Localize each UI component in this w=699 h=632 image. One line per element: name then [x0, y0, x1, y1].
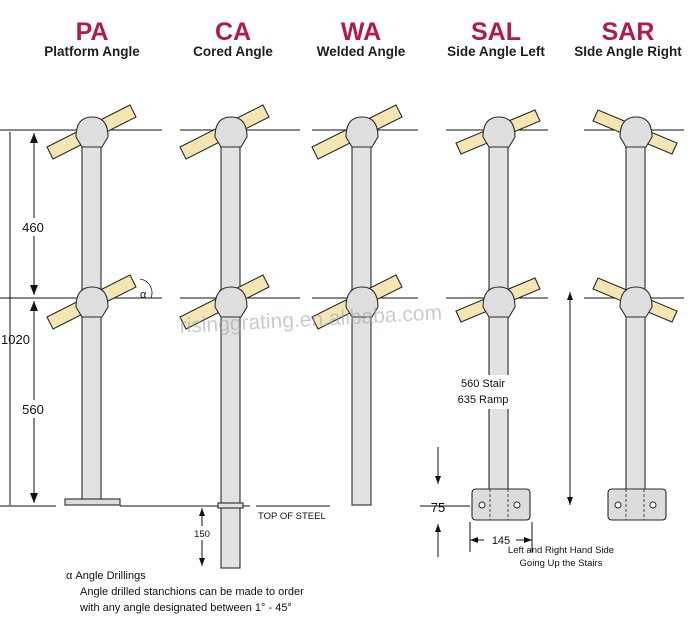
ca-code: CA	[215, 18, 251, 46]
dim-core: 150	[194, 529, 210, 540]
notes-line-2: with any angle designated between 1° - 4…	[79, 602, 292, 614]
angle-alpha-label: α	[140, 289, 147, 301]
ca-name: Cored Angle	[193, 44, 273, 59]
dim-overall: 1020	[1, 332, 30, 347]
wa-stanchion	[311, 104, 418, 506]
pa-stanchion	[46, 104, 162, 506]
stair-height: 560 Stair	[461, 378, 505, 390]
sar-name: SIde Angle Right	[574, 44, 682, 59]
pa-code: PA	[76, 18, 109, 46]
wa-name: Welded Angle	[317, 44, 406, 59]
dim-plate-width: 145	[492, 535, 510, 547]
notes-line-1: Angle drilled stanchions can be made to …	[80, 586, 304, 598]
sal-code: SAL	[471, 18, 521, 46]
dim-top: 460	[22, 220, 44, 235]
notes-title: α Angle Drillings	[66, 570, 146, 582]
wa-code: WA	[341, 18, 381, 46]
side-note-2: Going Up the Stairs	[520, 558, 603, 569]
sal-name: Side Angle Left	[447, 44, 545, 59]
ramp-height: 635 Ramp	[458, 394, 509, 406]
sar-stanchion	[584, 109, 684, 521]
sar-code: SAR	[602, 18, 655, 46]
stair-height-arrow	[567, 292, 573, 505]
ca-stanchion	[179, 104, 300, 569]
top-of-steel-label: TOP OF STEEL	[258, 511, 326, 522]
pa-name: Platform Angle	[44, 44, 140, 59]
side-note-1: Left and Right Hand Side	[508, 545, 614, 556]
dim-bottom: 560	[22, 402, 44, 417]
left-dimensions	[9, 132, 48, 505]
sal-stanchion	[435, 109, 548, 557]
dim-plate-height: 75	[431, 500, 445, 515]
